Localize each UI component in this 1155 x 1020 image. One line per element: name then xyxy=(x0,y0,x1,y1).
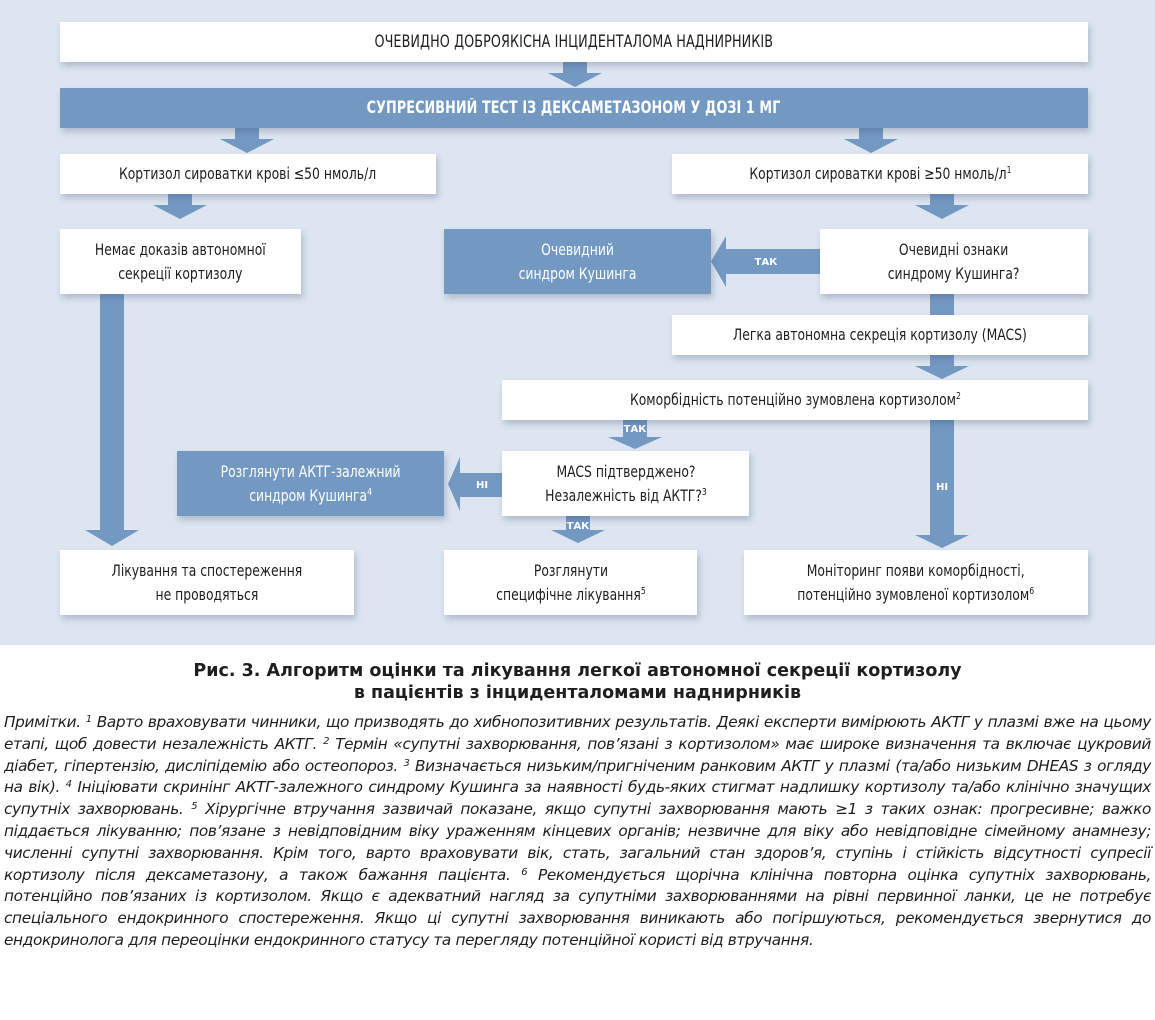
note-3: Визначається низьким/пригніченим ранкови… xyxy=(4,756,1151,797)
caption-line-1: Рис. 3. Алгоритм оцінки та лікування лег… xyxy=(193,661,962,681)
connector-overt-signs-to-macs xyxy=(930,294,954,315)
node-overt-signs: Очевидні ознаки синдрому Кушинга? xyxy=(820,229,1088,294)
node-overt-cushing-text: Очевидний синдром Кушинга xyxy=(518,239,637,283)
node-macs-confirmed: MACS підтверджено? Незалежність від АКТГ… xyxy=(502,451,749,516)
node-incidentaloma: ОЧЕВИДНО ДОБРОЯКІСНА ІНЦИДЕНТАЛОМА НАДНИ… xyxy=(60,22,1088,62)
node-specific-treatment: Розглянути специфічне лікування5 xyxy=(444,550,697,615)
flowchart-panel: ТАК ТАК НІ ТАК НІ ОЧЕВИДНО ДОБРОЯКІСНА І… xyxy=(0,0,1155,645)
arrow-left-macs-confirmed-to-acth-dependent xyxy=(448,457,502,511)
arrow-down-cortisol-low-to-no-evidence xyxy=(153,194,207,219)
note-4: Ініціювати скринінг АКТГ-залежного синдр… xyxy=(4,778,1151,819)
arrow-down-comorbidity-to-macs-confirmed xyxy=(608,420,662,449)
label-no-macs-confirmed: НІ xyxy=(476,480,488,491)
label-yes-comorbidity: ТАК xyxy=(624,424,648,435)
node-overt-signs-text: Очевидні ознаки синдрому Кушинга? xyxy=(888,239,1020,283)
figure-notes: Примітки. 1 Варто враховувати чинники, щ… xyxy=(4,712,1151,952)
node-macs: Легка автономна секреція кортизолу (MACS… xyxy=(672,315,1088,355)
node-monitoring-text: Моніторинг появи коморбідності, потенцій… xyxy=(797,560,1030,604)
node-overt-cushing: Очевидний синдром Кушинга xyxy=(444,229,711,294)
label-no-comorbidity: НІ xyxy=(936,482,948,493)
notes-label: Примітки. xyxy=(4,713,81,731)
note-1-num: 1 xyxy=(85,714,92,725)
note-1: Варто враховувати чинники, що призводять… xyxy=(4,713,1152,753)
note-6: Рекомендується щорічна клінічна повторна… xyxy=(4,865,1152,949)
node-no-treatment: Лікування та спостереження не проводятьс… xyxy=(60,550,354,615)
node-monitoring: Моніторинг появи коморбідності, потенцій… xyxy=(744,550,1088,615)
note-4-num: 4 xyxy=(65,779,72,791)
node-no-evidence: Немає доказів автономної секреції кортиз… xyxy=(60,229,301,294)
node-no-treatment-text: Лікування та спостереження не проводятьс… xyxy=(111,560,303,604)
node-incidentaloma-text: ОЧЕВИДНО ДОБРОЯКІСНА ІНЦИДЕНТАЛОМА НАДНИ… xyxy=(374,32,774,51)
arrow-down-no-evidence-to-no-treatment xyxy=(85,294,139,546)
note-2-num: 2 xyxy=(323,735,330,747)
arrow-down-incidentaloma-to-dst xyxy=(548,62,602,87)
arrow-down-dst-to-cortisol-high xyxy=(844,128,898,153)
arrow-down-comorbidity-to-monitoring-no xyxy=(915,420,969,548)
arrow-down-cortisol-high-to-overt-signs xyxy=(915,194,969,219)
node-cortisol-high-text: Кортизол сироватки крові ≥50 нмоль/л xyxy=(748,164,1007,183)
label-yes-overt: ТАК xyxy=(755,257,779,268)
arrow-down-macs-to-comorbidity xyxy=(915,355,969,379)
node-specific-treatment-text: Розглянути специфічне лікування xyxy=(495,560,641,604)
footnote-ref-4: 4 xyxy=(366,486,372,498)
footnote-ref-3: 3 xyxy=(701,486,707,498)
footnote-ref-2: 2 xyxy=(955,391,961,402)
node-cortisol-high: Кортизол сироватки крові ≥50 нмоль/л1 xyxy=(672,154,1088,194)
node-cortisol-low: Кортизол сироватки крові ≤50 нмоль/л xyxy=(60,154,436,194)
footnote-ref-5: 5 xyxy=(640,585,646,597)
node-macs-confirmed-text: MACS підтверджено? Незалежність від АКТГ… xyxy=(544,461,702,505)
node-acth-dependent-text: Розглянути АКТГ-залежний синдром Кушинга xyxy=(220,461,401,505)
node-comorbidity: Коморбідність потенційно зумовлена корти… xyxy=(502,380,1088,420)
arrow-down-dst-to-cortisol-low xyxy=(220,128,274,153)
footnote-ref-6: 6 xyxy=(1029,585,1035,597)
footnote-ref-1: 1 xyxy=(1006,165,1012,176)
note-2: Термін «супутні захворювання, пов’язані … xyxy=(4,734,1151,775)
node-cortisol-low-text: Кортизол сироватки крові ≤50 нмоль/л xyxy=(119,164,377,183)
arrow-left-overt-signs-to-overt-cushing xyxy=(711,236,820,287)
note-5-num: 5 xyxy=(191,801,198,813)
label-yes-macs-confirmed: ТАК xyxy=(567,521,591,532)
node-acth-dependent: Розглянути АКТГ-залежний синдром Кушинга… xyxy=(177,451,444,516)
arrow-down-macs-confirmed-to-specific-treatment xyxy=(551,516,605,543)
node-macs-text: Легка автономна секреція кортизолу (MACS… xyxy=(733,325,1027,344)
node-no-evidence-text: Немає доказів автономної секреції кортиз… xyxy=(95,239,266,283)
note-6-num: 6 xyxy=(521,866,528,878)
figure-caption: Рис. 3. Алгоритм оцінки та лікування лег… xyxy=(0,660,1155,704)
note-3-num: 3 xyxy=(403,757,410,769)
caption-line-2: в пацієнтів з інциденталомами наднирникі… xyxy=(353,683,802,703)
node-dst-text: СУПРЕСИВНИЙ ТЕСТ ІЗ ДЕКСАМЕТАЗОНОМ У ДОЗ… xyxy=(367,98,781,117)
flowchart-arrows: ТАК ТАК НІ ТАК НІ xyxy=(85,62,969,548)
node-comorbidity-text: Коморбідність потенційно зумовлена корти… xyxy=(629,390,956,409)
node-dexamethasone-test: СУПРЕСИВНИЙ ТЕСТ ІЗ ДЕКСАМЕТАЗОНОМ У ДОЗ… xyxy=(60,88,1088,128)
note-5: Хірургічне втручання зазвичай показане, … xyxy=(4,800,1151,884)
